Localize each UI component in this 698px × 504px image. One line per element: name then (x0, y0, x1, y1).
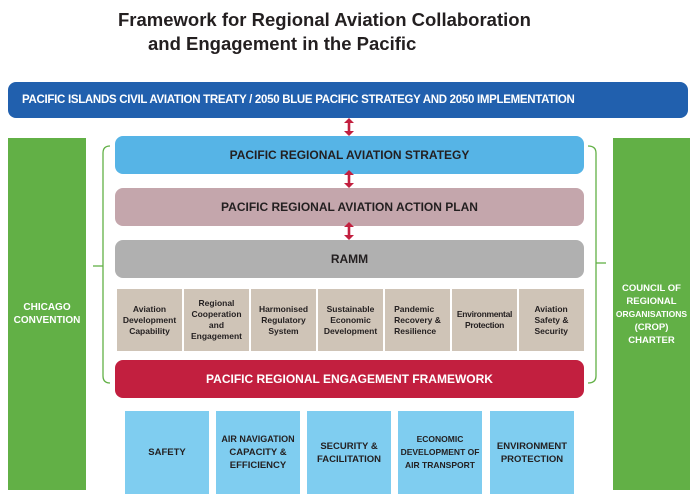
focus-area-line: Environmental (456, 309, 513, 319)
focus-area-box: Aviation Safety & Security (519, 289, 584, 351)
title-line-2: and Engagement in the Pacific (148, 33, 417, 54)
objective-box-security: SECURITY & FACILITATION (307, 411, 391, 494)
ramm-bar: RAMM (115, 240, 584, 278)
focus-area-line: Cooperation (191, 309, 242, 319)
focus-area-box: Regional Cooperation and Engagement (184, 289, 249, 351)
focus-area-line: Resilience (394, 325, 437, 336)
focus-area-line: Aviation (132, 303, 167, 314)
pillar-line: (CROP) (634, 321, 669, 333)
strategy-label: PACIFIC REGIONAL AVIATION STRATEGY (229, 148, 470, 162)
focus-area-line: Safety & (534, 314, 569, 325)
objective-line: SECURITY & (320, 440, 378, 452)
objective-line: FACILITATION (316, 453, 382, 465)
focus-area-line: Pandemic (394, 303, 435, 314)
left-bracket (102, 145, 111, 384)
objective-line: DEVELOPMENT OF (400, 447, 480, 457)
focus-area-box: Environmental Protection (452, 289, 517, 351)
focus-area-box: Aviation Development Capability (117, 289, 182, 351)
pillar-line: CHARTER (628, 334, 675, 346)
regional-aviation-strategy-bar: PACIFIC REGIONAL AVIATION STRATEGY (115, 136, 584, 174)
focus-area-line: Protection (464, 320, 504, 330)
double-arrow-icon (344, 222, 354, 240)
focus-area-line: Harmonised (258, 303, 309, 314)
objective-box-air-navigation: AIR NAVIGATION CAPACITY & EFFICIENCY (216, 411, 300, 494)
title-line-1: Framework for Regional Aviation Collabor… (118, 9, 531, 30)
pillar-line: COUNCIL OF (622, 282, 681, 294)
treaty-bar: PACIFIC ISLANDS CIVIL AVIATION TREATY / … (8, 82, 688, 118)
objective-line: ECONOMIC (416, 434, 464, 444)
double-arrow-icon (344, 170, 354, 188)
focus-area-line: Capability (129, 325, 170, 336)
focus-areas-row: Aviation Development Capability Regional… (117, 289, 584, 351)
focus-area-line: Security (534, 325, 569, 336)
regional-aviation-action-plan-bar: PACIFIC REGIONAL AVIATION ACTION PLAN (115, 188, 584, 226)
objective-line: SAFETY (148, 447, 186, 458)
crop-charter-label: COUNCIL OF REGIONAL ORGANISATIONS (CROP)… (616, 282, 687, 347)
focus-area-line: Recovery & (394, 314, 441, 325)
objective-line: PROTECTION (500, 453, 564, 465)
focus-area-line: Development (122, 314, 177, 325)
objective-box-economic: ECONOMIC DEVELOPMENT OF AIR TRANSPORT (398, 411, 482, 494)
focus-area-line: System (268, 325, 299, 336)
objective-line: CAPACITY & (229, 447, 287, 458)
chicago-convention-label: CHICAGO CONVENTION (14, 301, 81, 327)
focus-area-line: Engagement (190, 331, 242, 341)
treaty-bar-label: PACIFIC ISLANDS CIVIL AVIATION TREATY / … (22, 94, 575, 106)
crop-charter-pillar: COUNCIL OF REGIONAL ORGANISATIONS (CROP)… (613, 138, 690, 490)
focus-area-line: Economic (330, 314, 371, 325)
action-plan-label: PACIFIC REGIONAL AVIATION ACTION PLAN (221, 200, 478, 214)
regional-engagement-framework-bar: PACIFIC REGIONAL ENGAGEMENT FRAMEWORK (115, 360, 584, 398)
objective-line: EFFICIENCY (229, 460, 287, 471)
focus-area-line: Regional (198, 298, 235, 308)
objective-line: AIR NAVIGATION (221, 434, 295, 444)
pillar-line: CONVENTION (13, 315, 81, 326)
chicago-convention-pillar: CHICAGO CONVENTION (8, 138, 86, 490)
pillar-line: CHICAGO (23, 302, 71, 313)
strategic-objectives-row: SAFETY AIR NAVIGATION CAPACITY & EFFICIE… (125, 411, 574, 494)
focus-area-line: Aviation (534, 303, 568, 314)
focus-area-box: Harmonised Regulatory System (251, 289, 316, 351)
objective-line: ENVIRONMENT (496, 440, 568, 452)
right-bracket (587, 145, 597, 384)
focus-area-line: Regulatory (261, 314, 306, 325)
objective-line: AIR TRANSPORT (405, 460, 475, 470)
focus-area-line: and (208, 320, 225, 330)
pillar-line: REGIONAL (626, 295, 677, 307)
engagement-label: PACIFIC REGIONAL ENGAGEMENT FRAMEWORK (206, 372, 493, 386)
ramm-label: RAMM (330, 252, 369, 266)
double-arrow-icon (344, 118, 354, 136)
focus-area-box: Pandemic Recovery & Resilience (385, 289, 450, 351)
pillar-line: ORGANISATIONS (615, 308, 688, 319)
focus-area-box: Sustainable Economic Development (318, 289, 383, 351)
objective-box-safety: SAFETY (125, 411, 209, 494)
focus-area-line: Development (323, 325, 378, 336)
objective-box-environment: ENVIRONMENT PROTECTION (490, 411, 574, 494)
focus-area-line: Sustainable (326, 303, 375, 314)
